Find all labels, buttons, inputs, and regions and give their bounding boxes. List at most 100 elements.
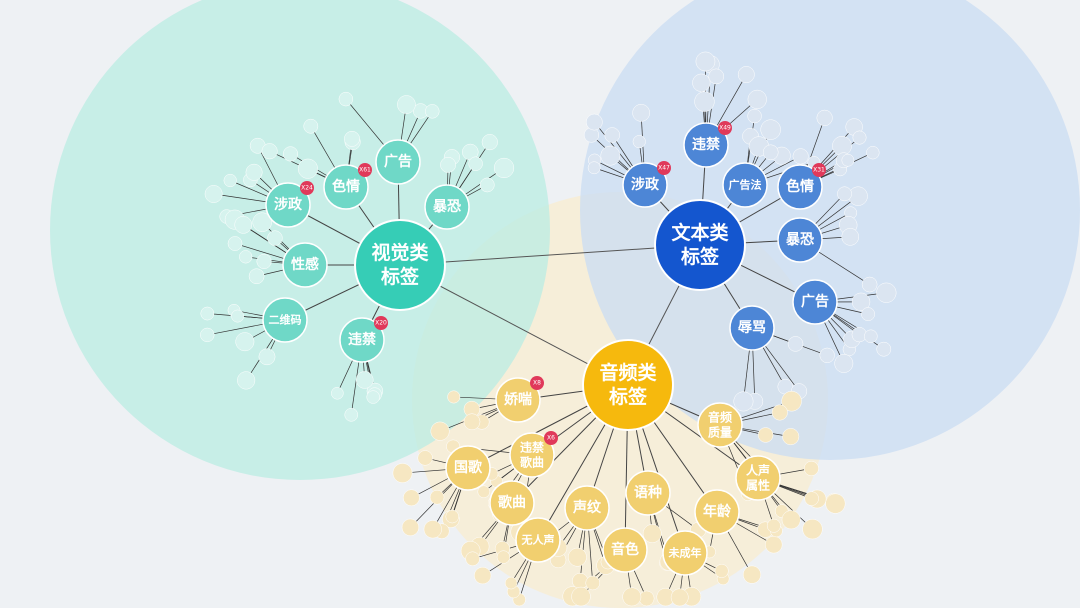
child-node-label: 色情 <box>786 178 814 195</box>
hub-circle <box>654 199 746 291</box>
count-badge <box>374 316 388 330</box>
count-badge-text: X8 <box>533 380 541 387</box>
child-node-circle <box>262 297 308 343</box>
visual-child-node[interactable]: 性感 <box>282 242 328 288</box>
child-node-circle <box>265 182 311 228</box>
audio-child-node[interactable]: 国歌 <box>445 445 491 491</box>
child-node-circle <box>777 217 823 263</box>
leaf-node <box>571 586 591 607</box>
child-node-circle <box>564 485 610 531</box>
hub-label: 文本类 <box>671 221 728 244</box>
leaf-node <box>366 390 380 404</box>
text-child-node[interactable]: 广告法 <box>722 162 768 208</box>
leaf-node <box>781 390 802 412</box>
child-node-label: 质量 <box>708 425 732 440</box>
leaf-node <box>477 485 491 498</box>
leaf-node <box>604 127 620 143</box>
child-node-circle <box>792 279 838 325</box>
leaf-node <box>792 148 809 165</box>
leaf-node <box>742 565 762 584</box>
visual-child-node[interactable]: 暴恐 <box>424 184 470 230</box>
leaf-node <box>733 391 754 412</box>
leaf-node <box>787 336 804 352</box>
leaf-node <box>585 575 600 591</box>
leaf-node <box>331 386 344 400</box>
leaf-node <box>622 587 642 607</box>
child-node-label: 娇喘 <box>504 391 532 408</box>
leaf-node <box>344 408 359 422</box>
child-node-circle <box>729 305 775 351</box>
audio-child-node[interactable]: 未成年 <box>662 530 708 576</box>
text-child-node[interactable]: 广告 <box>792 279 838 325</box>
text-child-node[interactable]: 辱骂 <box>729 305 775 351</box>
text-child-node[interactable]: 暴恐 <box>777 217 823 263</box>
leaf-node <box>429 489 445 505</box>
count-badge <box>544 431 558 445</box>
leaf-node <box>223 173 237 188</box>
leaf-node <box>747 108 762 124</box>
leaf-node <box>694 91 715 112</box>
leaf-node <box>303 118 319 134</box>
leaf-node <box>403 489 420 507</box>
leaf-node <box>825 493 846 514</box>
audio-child-node[interactable]: 语种 <box>625 470 671 516</box>
child-node-label: 未成年 <box>668 546 702 560</box>
leaf-node <box>237 371 256 390</box>
leaf-node <box>344 130 360 147</box>
count-badge-text: X24 <box>301 185 313 192</box>
visual-child-node[interactable]: 二维码 <box>262 297 308 343</box>
hub-label: 音频类 <box>599 361 656 384</box>
leaf-node <box>401 518 420 536</box>
leaf-node <box>468 156 483 171</box>
child-node-circle <box>445 445 491 491</box>
visual-child-node[interactable]: 广告 <box>375 139 421 185</box>
child-node-circle <box>697 402 743 448</box>
child-node-circle <box>495 377 541 423</box>
count-badge <box>657 161 671 175</box>
leaf-node <box>572 572 589 590</box>
count-badge <box>718 121 732 135</box>
count-badge <box>530 376 544 390</box>
leaf-node <box>248 268 265 285</box>
leaf-node <box>245 163 263 181</box>
leaf-node <box>766 518 781 533</box>
child-node-label: 涉政 <box>631 176 660 193</box>
child-node-label: 广告法 <box>729 178 762 192</box>
child-node-label: 暴恐 <box>785 232 814 248</box>
child-node-label: 属性 <box>746 478 770 493</box>
leaf-node <box>802 518 823 540</box>
leaf-node <box>714 563 729 578</box>
leaf-node <box>227 236 243 251</box>
leaf-node <box>496 550 511 564</box>
audio-child-node[interactable]: 无人声 <box>515 517 561 563</box>
leaf-node <box>282 146 299 162</box>
leaf-node <box>235 332 255 352</box>
leaf-node <box>782 428 800 446</box>
child-node-circle <box>282 242 328 288</box>
audio-child-node[interactable]: 声纹 <box>564 485 610 531</box>
leaf-node <box>504 576 518 590</box>
audio-child-node[interactable]: 音色 <box>602 527 648 573</box>
audio-child-node[interactable]: 年龄 <box>694 489 740 535</box>
count-badge-text: X6 <box>547 435 555 442</box>
audio-child-node[interactable]: 歌曲 <box>489 480 535 526</box>
child-node-circle <box>339 317 385 363</box>
count-badge <box>358 163 372 177</box>
count-badge <box>812 163 826 177</box>
leaf-node <box>876 282 897 303</box>
leaf-node <box>474 566 492 585</box>
